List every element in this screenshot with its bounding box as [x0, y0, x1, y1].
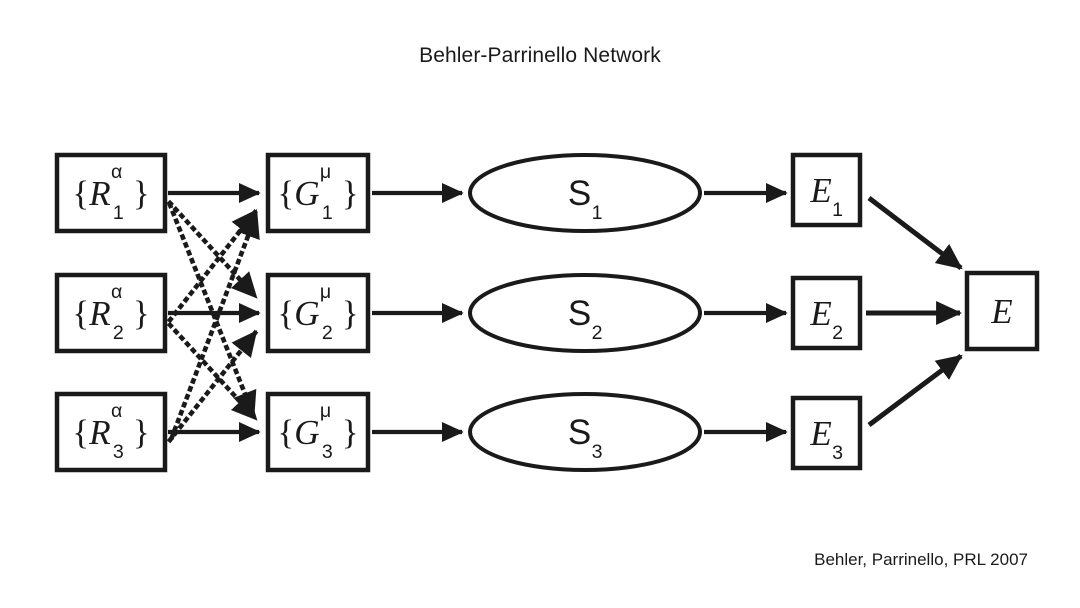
edge-R3-G2 — [166, 329, 259, 444]
subnetwork-label-S3: S3 — [567, 412, 603, 464]
total-energy-label-E: E — [991, 291, 1013, 331]
edge-R3-G1 — [169, 211, 260, 440]
energy-node-E1 — [790, 152, 863, 228]
source-caption: Behler, Parrinello, PRL 2007 — [814, 550, 1028, 569]
energy-label-E1: E1 — [810, 170, 844, 222]
edge-R1-G2 — [166, 199, 259, 300]
energy-node-E2 — [790, 275, 863, 351]
energy-node-E3 — [790, 395, 863, 471]
subnetwork-node-S2 — [468, 273, 702, 353]
edge-E1-E — [867, 196, 963, 270]
coordinate-label-R3: {Rα3} — [72, 400, 150, 464]
coordinate-label-R2: {Rα2} — [72, 281, 150, 345]
symmetry-label-G3: {Gμ3} — [277, 400, 359, 464]
energy-label-E3: E3 — [810, 413, 844, 465]
symmetry-label-G1: {Gμ1} — [277, 161, 359, 225]
subnetwork-label-S1: S1 — [567, 173, 603, 225]
symmetry-node-G3 — [265, 391, 371, 473]
coordinate-node-R3 — [54, 391, 168, 473]
subnetwork-node-S1 — [468, 153, 702, 233]
coordinate-label-R1: {Rα1} — [72, 161, 150, 225]
coordinate-node-R2 — [54, 272, 168, 354]
page-title: Behler-Parrinello Network — [419, 44, 661, 67]
subnetwork-label-S2: S2 — [567, 293, 603, 345]
symmetry-node-G1 — [265, 152, 371, 234]
total-energy-node-E — [964, 270, 1040, 352]
edge-R1-G3 — [167, 202, 257, 418]
energy-label-E2: E2 — [810, 293, 844, 345]
symmetry-label-G2: {Gμ2} — [277, 281, 359, 345]
symmetry-node-G2 — [265, 272, 371, 354]
edge-R2-G1 — [166, 208, 259, 324]
coordinate-node-R1 — [54, 152, 168, 234]
edge-E3-E — [867, 354, 963, 427]
subnetwork-node-S3 — [468, 392, 702, 472]
edge-R2-G3 — [166, 321, 259, 422]
